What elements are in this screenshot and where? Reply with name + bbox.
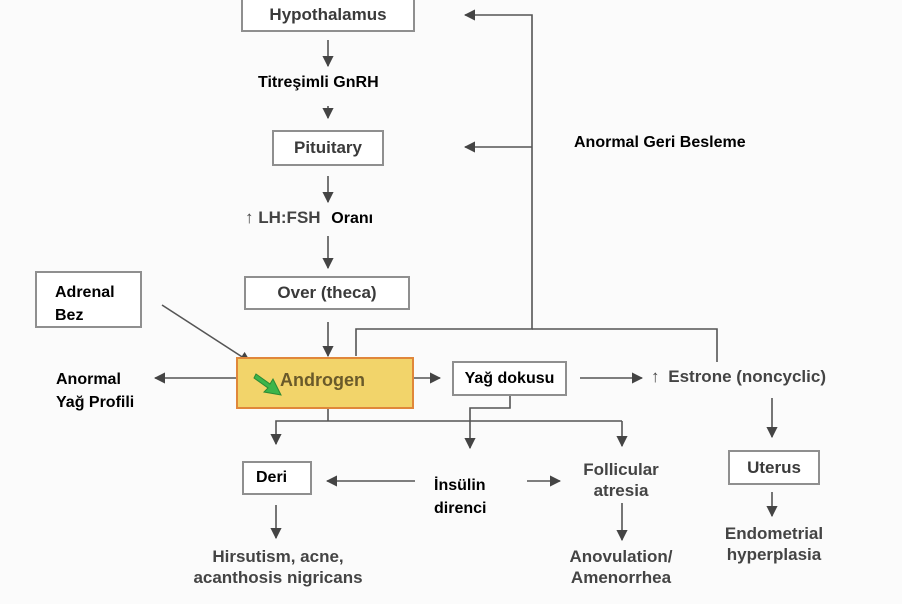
endometrial-hyperplasia-label: Endometrial hyperplasia [724, 524, 824, 564]
uterus-box: Uterus [728, 450, 820, 485]
estrone-label: ↑ Estrone (noncyclic) [651, 367, 826, 386]
abnormal-feedback-label: Anormal Geri Besleme [574, 134, 746, 151]
ovary-theca-box: Over (theca) [244, 276, 410, 310]
up-arrow-icon: ↑ [651, 367, 660, 386]
pituitary-box: Pituitary [272, 130, 384, 166]
fat-tissue-box: Yağ dokusu [452, 361, 567, 396]
hirsutism-label: Hirsutism, acne, acanthosis nigricans [193, 547, 363, 587]
gnrh-label: Titreşimli GnRH [258, 74, 379, 91]
green-arrow-icon [253, 373, 282, 396]
skin-box: Deri [242, 461, 312, 495]
androgen-box: Androgen [236, 357, 414, 409]
up-arrow-icon: ↑ [245, 208, 254, 227]
follicular-atresia-label: Follicular atresia [583, 460, 659, 500]
abnormal-fat-profile-label: Anormal Yağ Profili [56, 371, 135, 411]
ratio-text: Oranı [331, 210, 374, 227]
hypothalamus-box: Hypothalamus [241, 0, 415, 32]
insulin-resistance-label: İnsülin direnci [434, 477, 487, 517]
anovulation-label: Anovulation/ Amenorrhea [569, 547, 673, 587]
lhfsh-ratio-label: ↑ LH:FSH Oranı [245, 208, 373, 228]
lhfsh-text: LH:FSH [258, 208, 321, 227]
adrenal-gland-box: Adrenal Bez [35, 271, 142, 328]
androgen-label: Androgen [280, 370, 365, 390]
